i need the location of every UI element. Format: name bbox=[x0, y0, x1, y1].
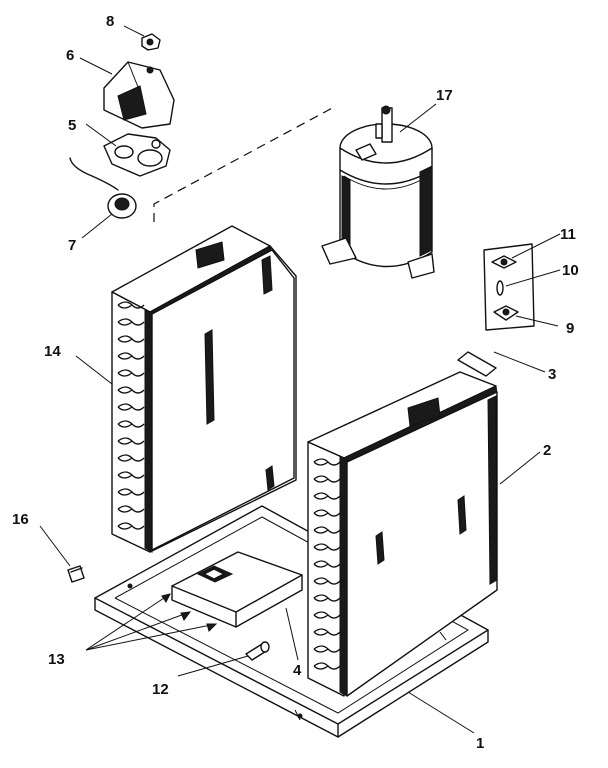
callout-17: 17 bbox=[436, 87, 453, 104]
nut bbox=[141, 33, 161, 51]
assembly-guide-line bbox=[153, 105, 337, 222]
overload-protector bbox=[69, 157, 137, 219]
condenser-coil-right bbox=[307, 351, 498, 697]
callout-9: 9 bbox=[566, 320, 574, 337]
gasket bbox=[103, 133, 171, 177]
base-pan bbox=[94, 505, 489, 738]
drain-tube bbox=[245, 641, 270, 661]
callout-3: 3 bbox=[548, 366, 556, 383]
callout-1: 1 bbox=[476, 735, 484, 752]
callout-12: 12 bbox=[152, 681, 169, 698]
callout-labels: 1 2 3 4 5 6 7 8 9 10 11 12 13 14 16 17 bbox=[12, 13, 579, 752]
callout-4: 4 bbox=[293, 662, 302, 679]
callout-16: 16 bbox=[12, 511, 29, 528]
compressor bbox=[321, 105, 435, 279]
callout-7: 7 bbox=[68, 237, 76, 254]
callout-11: 11 bbox=[560, 226, 576, 243]
terminal-cover bbox=[103, 61, 175, 129]
callout-10: 10 bbox=[562, 262, 579, 279]
callout-6: 6 bbox=[66, 47, 74, 64]
leader-lines bbox=[39, 25, 561, 734]
drain-channel bbox=[171, 551, 303, 628]
callout-13: 13 bbox=[48, 651, 65, 668]
callout-8: 8 bbox=[106, 13, 114, 30]
callout-5: 5 bbox=[68, 117, 76, 134]
callout-2: 2 bbox=[543, 442, 551, 459]
screw bbox=[67, 565, 85, 583]
callout-14: 14 bbox=[44, 343, 61, 360]
valve-bracket bbox=[483, 243, 535, 331]
evaporator-coil-left bbox=[111, 225, 297, 553]
